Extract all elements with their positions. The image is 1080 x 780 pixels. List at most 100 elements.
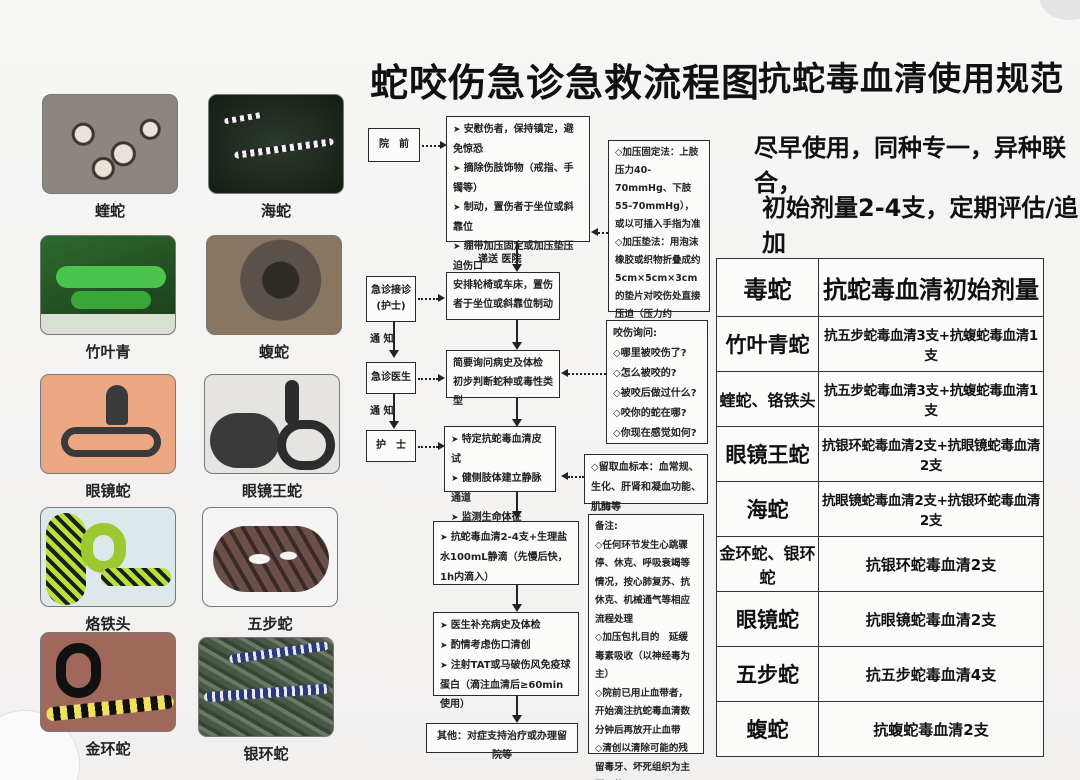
connector <box>393 322 395 350</box>
step-item: 抗蛇毒血清2-4支+生理盐水100mL静滴（先慢后快，1h内滴入） <box>440 528 572 588</box>
snake-name: 烙铁头 <box>85 615 131 633</box>
step-item: 摘除伤肢饰物（戒指、手镯等） <box>453 159 583 198</box>
snake-photo <box>202 507 338 607</box>
arrow-down-icon <box>512 342 522 350</box>
snake-card: 金环蛇 <box>40 632 176 759</box>
table-header-row: 毒蛇 抗蛇毒血清初始剂量 <box>716 258 1044 317</box>
note-item: 咬你的蛇在哪? <box>613 404 701 424</box>
arrow-down-icon <box>512 264 522 272</box>
arrow-down-icon <box>512 511 522 519</box>
note-item: 清创以清除可能的残留毒牙、坏死组织为主要目的 <box>595 740 697 780</box>
snake-photo <box>198 637 334 737</box>
dose-cell: 抗五步蛇毒血清3支+抗蝮蛇毒血清1支 <box>818 371 1044 427</box>
guidelines-title: 抗蛇毒血清使用规范 <box>758 59 1064 98</box>
connector <box>516 320 518 344</box>
snake-name: 眼镜蛇 <box>85 482 131 500</box>
dashed-connector <box>568 476 584 478</box>
table-row: 蝮蛇 抗蝮蛇毒血清2支 <box>716 701 1044 757</box>
snake-card: 蝰蛇 <box>42 94 178 221</box>
guidelines-principle-2: 初始剂量2-4支，定期评估/追加 <box>762 194 1079 257</box>
column-header: 抗蛇毒血清初始剂量 <box>818 258 1044 317</box>
snake-photo <box>204 374 340 474</box>
note-item: 加压固定法：上肢压力40-70mmHg、下肢55-70mmHg），或以可插入手指… <box>615 144 703 234</box>
dose-cell: 抗蝮蛇毒血清2支 <box>818 701 1044 757</box>
note-item: 加压包扎目的 延缓毒素吸收（以神经毒为主） <box>595 629 697 685</box>
note-item: 任何环节发生心跳骤停、休克、呼吸衰竭等情况，按心肺复苏、抗休克、机械通气等相应流… <box>595 537 697 630</box>
step-item: 简要询问病史及体检 <box>453 358 543 369</box>
notify-label: 通 知 <box>370 406 394 417</box>
note-item: 院前已用止血带者，开始滴注抗蛇毒血清数分钟后再放开止血带 <box>595 685 697 741</box>
arrow-right-icon <box>438 442 445 450</box>
arrow-down-icon <box>389 350 399 358</box>
snake-name: 蝮蛇 <box>258 343 289 361</box>
dose-cell: 抗银环蛇毒血清2支 <box>818 536 1044 592</box>
arrow-down-icon <box>512 604 522 612</box>
snake-photo <box>208 94 344 194</box>
step-item: 绷带加压固定或加压垫压迫伤口 <box>453 237 583 276</box>
table-row: 五步蛇 抗五步蛇毒血清4支 <box>716 646 1044 702</box>
step-other: 其他：对症支持治疗或办理留院等 <box>426 723 578 761</box>
note-inquiry: 咬伤询问: 哪里被咬伤了? 怎么被咬的? 被咬后做过什么? 咬你的蛇在哪? 你现… <box>606 320 708 444</box>
connector <box>516 242 518 266</box>
step-triage: 安排轮椅或车床，置伤者于坐位或斜靠位制动 <box>446 272 560 320</box>
snake-name: 金环蛇 <box>85 740 131 758</box>
arrow-down-icon <box>389 421 399 429</box>
dose-cell: 抗银环蛇毒血清2支+抗眼镜蛇毒血清2支 <box>818 426 1044 482</box>
column-header: 毒蛇 <box>716 258 819 317</box>
snake-cell: 竹叶青蛇 <box>716 316 819 372</box>
snake-photo <box>40 235 176 335</box>
table-row: 蝰蛇、铬铁头 抗五步蛇毒血清3支+抗蝮蛇毒血清1支 <box>716 371 1044 427</box>
role-doctor: 急诊医生 <box>366 362 416 394</box>
step-item: 制动，置伤者于坐位或斜靠位 <box>453 198 583 237</box>
snake-photo <box>206 235 342 335</box>
snake-name: 竹叶青 <box>85 343 131 361</box>
note-pressure: 加压固定法：上肢压力40-70mmHg、下肢55-70mmHg），或以可插入手指… <box>608 140 710 338</box>
dashed-connector <box>418 446 438 448</box>
step-item: 初步判断蛇种或毒性类型 <box>453 377 553 407</box>
step-prehospital: 安慰伤者，保持镇定，避免惊恐 摘除伤肢饰物（戒指、手镯等） 制动，置伤者于坐位或… <box>446 116 590 291</box>
step-item: 监测生命体征 <box>451 508 549 528</box>
step-item: 安慰伤者，保持镇定，避免惊恐 <box>453 120 583 159</box>
role-triage-label: 急诊接诊 <box>371 285 411 296</box>
snake-name: 海蛇 <box>260 202 291 220</box>
dashed-connector <box>418 378 438 380</box>
connector <box>516 398 518 420</box>
table-row: 金环蛇、银环蛇 抗银环蛇毒血清2支 <box>716 536 1044 592</box>
snake-card: 蝮蛇 <box>206 235 342 362</box>
dashed-connector <box>568 373 606 375</box>
table-row: 眼镜王蛇 抗银环蛇毒血清2支+抗眼镜蛇毒血清2支 <box>716 426 1044 482</box>
dose-cell: 抗眼镜蛇毒血清2支 <box>818 591 1044 647</box>
snake-cell: 五步蛇 <box>716 646 819 702</box>
snake-card: 竹叶青 <box>40 235 176 362</box>
corner-object <box>1040 0 1080 20</box>
step-nurse: 特定抗蛇毒血清皮试 健侧肢体建立静脉通道 监测生命体征 <box>444 426 556 523</box>
snake-card: 银环蛇 <box>198 637 334 764</box>
snake-card: 眼镜王蛇 <box>204 374 340 501</box>
snake-name: 银环蛇 <box>243 745 289 763</box>
step-item: 健侧肢体建立静脉通道 <box>451 469 549 508</box>
transfer-label: 递送 医院 <box>478 254 522 265</box>
step-item: 注射TAT或马破伤风免疫球蛋白（滴注血清后≥60min使用） <box>440 656 572 714</box>
snake-cell: 眼镜蛇 <box>716 591 819 647</box>
arrow-right-icon <box>440 141 447 149</box>
connector <box>516 585 518 605</box>
flowchart-title: 蛇咬伤急诊急救流程图 <box>370 61 761 105</box>
dashed-connector <box>598 232 608 234</box>
note-title: 备注: <box>595 521 618 532</box>
connector <box>393 394 395 422</box>
note-item: 怎么被咬的? <box>613 364 701 384</box>
arrow-left-icon <box>561 369 568 377</box>
snake-photo <box>42 94 178 194</box>
dashed-connector <box>422 145 440 147</box>
snake-card: 烙铁头 <box>40 507 176 634</box>
note-item: 被咬后做过什么? <box>613 384 701 404</box>
snake-card: 五步蛇 <box>202 507 338 634</box>
snake-cell: 眼镜王蛇 <box>716 426 819 482</box>
role-prehospital: 院 前 <box>368 128 420 162</box>
arrow-right-icon <box>438 374 445 382</box>
role-nurse: 护 士 <box>366 430 416 462</box>
arrow-left-icon <box>591 228 598 236</box>
dose-cell: 抗五步蛇毒血清4支 <box>818 646 1044 702</box>
note-blood: 留取血标本：血常规、生化、肝肾和凝血功能、肌酶等 <box>584 454 708 513</box>
